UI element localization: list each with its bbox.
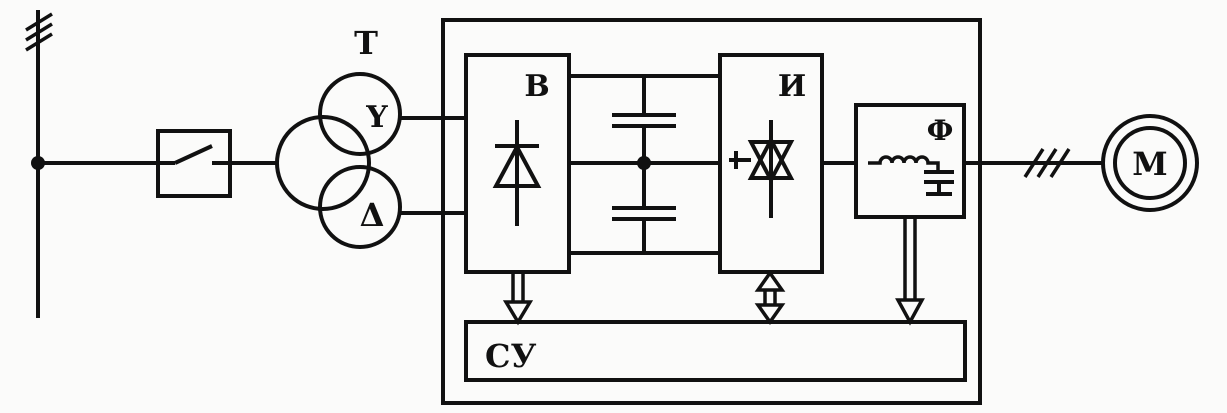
motor: М — [1101, 114, 1199, 212]
transformer-label: Т — [354, 24, 378, 62]
rectifier-label: В — [524, 69, 549, 104]
filter-block: Ф — [854, 103, 966, 219]
diode-icon — [492, 120, 542, 226]
capacitor-bottom — [612, 206, 676, 253]
inverter-label: И — [778, 69, 806, 104]
filter-signal-arrow — [895, 217, 925, 326]
capacitor-top — [612, 76, 676, 208]
filter-capacitor-icon — [924, 170, 954, 196]
motor-label: М — [1132, 145, 1167, 183]
dc-midpoint-dot — [637, 156, 651, 170]
breaker-switch — [156, 129, 232, 198]
secondary-winding-delta — [318, 165, 402, 249]
rectifier-block: В — [464, 53, 571, 274]
inverter-block: И — [718, 53, 824, 274]
primary-winding — [275, 115, 371, 211]
control-unit-block: СУ — [464, 320, 967, 382]
thyristor-icon — [729, 120, 795, 218]
dc-link — [569, 74, 720, 255]
wye-label: Y — [365, 100, 388, 135]
delta-label: Δ — [360, 196, 385, 234]
inverter-bidirectional-arrow — [754, 269, 786, 326]
inductor-icon — [868, 155, 940, 170]
transformer: Т Y Δ — [275, 24, 402, 249]
rectifier-signal-arrow — [502, 272, 534, 326]
control-unit-label: СУ — [485, 337, 536, 375]
secondary-winding-wye — [318, 72, 402, 156]
filter-label: Ф — [927, 114, 954, 147]
three-phase-marks — [1023, 148, 1071, 178]
converter-enclosure — [441, 18, 982, 405]
